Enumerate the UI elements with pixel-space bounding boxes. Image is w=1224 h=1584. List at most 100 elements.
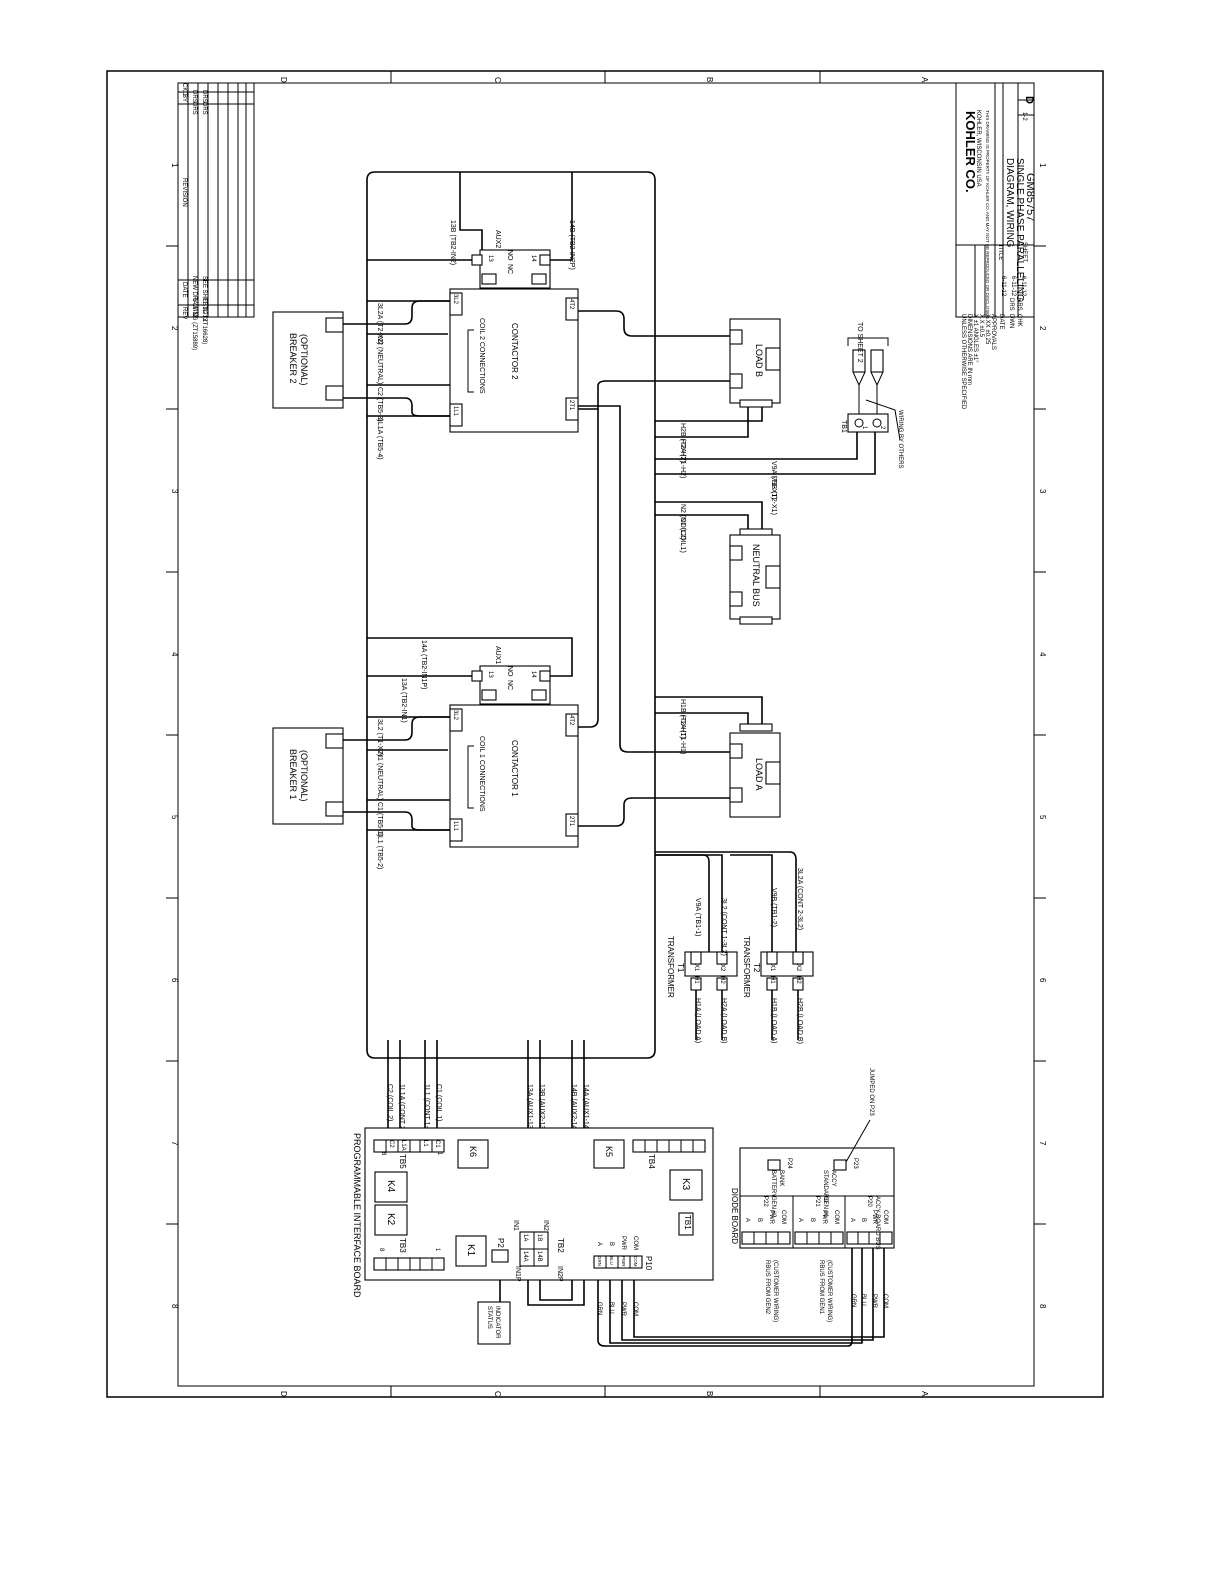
zone-number: 8 — [1038, 1304, 1047, 1309]
svg-text:B: B — [809, 1218, 815, 1222]
svg-text:(OPTIONAL): (OPTIONAL) — [299, 750, 309, 802]
svg-text:BLU: BLU — [609, 1256, 614, 1265]
svg-text:PWR: PWR — [871, 1210, 877, 1225]
svg-text:6-11-12: 6-11-12 — [191, 298, 197, 319]
svg-text:DRS: DRS — [1016, 298, 1022, 311]
svg-text:B: B — [860, 1218, 866, 1222]
zone-number: 8 — [170, 1304, 179, 1309]
svg-text:P23: P23 — [852, 1158, 858, 1169]
zone-letter: C — [493, 1391, 502, 1397]
zone-number: 1 — [170, 163, 179, 168]
svg-text:PWR: PWR — [620, 1236, 626, 1251]
title-block: KOHLER CO. KOHLER, WISCONSIN USA THIS DR… — [955, 82, 1036, 410]
svg-text:P2: P2 — [496, 1238, 505, 1248]
contactor-2[interactable]: 3L2 1L1 4T2 2T1 COIL 2 CONNECTIONS CONTA… — [449, 288, 579, 433]
svg-text:3L2 (CONT 1-3L2): 3L2 (CONT 1-3L2) — [720, 898, 727, 956]
svg-text:4T2: 4T2 — [568, 299, 574, 310]
status-indicator[interactable]: STATUS INDICATOR — [477, 1301, 511, 1345]
svg-text:BATTERY: BATTERY — [770, 1170, 776, 1197]
svg-text:STANDARD: STANDARD — [822, 1170, 828, 1203]
zone-number: 1 — [1038, 163, 1047, 168]
svg-text:CONTACTOR 1: CONTACTOR 1 — [510, 740, 519, 797]
svg-text:(CUSTOMER WIRING): (CUSTOMER WIRING) — [826, 1260, 832, 1322]
svg-text:-: - — [191, 307, 197, 309]
svg-text:13: 13 — [487, 255, 493, 262]
tb1-terminal-block[interactable]: 1 2 TB1 TO SHEET 2 WIRING BY OTHERS — [840, 322, 903, 469]
svg-text:H2B (LOAD B): H2B (LOAD B) — [796, 998, 803, 1044]
svg-text:1L1: 1L1 — [452, 406, 458, 417]
svg-text:CHK: CHK — [1016, 314, 1022, 327]
zone-number: 2 — [170, 326, 179, 331]
drawing-size: D — [1023, 96, 1035, 104]
svg-text:H2: H2 — [719, 976, 725, 984]
svg-text:N2 (NEUTRAL): N2 (NEUTRAL) — [376, 336, 383, 384]
svg-text:P20: P20 — [866, 1196, 872, 1207]
svg-text:3L2 (T1-X2): 3L2 (T1-X2) — [376, 719, 383, 756]
svg-text:1L1A (TB5-4): 1L1A (TB5-4) — [376, 418, 383, 460]
svg-text:TB2: TB2 — [556, 1238, 565, 1253]
svg-text:2: 2 — [879, 426, 885, 430]
svg-text:X.X ±0.5: X.X ±0.5 — [978, 314, 984, 338]
svg-text:P21: P21 — [814, 1196, 820, 1207]
svg-text:IN1P: IN1P — [514, 1266, 521, 1282]
svg-text:V9A (TB1-1): V9A (TB1-1) — [694, 898, 701, 937]
svg-text:TRANSFORMER: TRANSFORMER — [742, 936, 751, 998]
zone-number: 2 — [1038, 326, 1047, 331]
transformer-t1[interactable]: X1 X2 H1 H2 TRANSFORMER T1 H1A (LOAD A) … — [666, 898, 738, 1044]
zone-number: 5 — [1038, 815, 1047, 820]
svg-text:14B (AUX2-14): 14B (AUX2-14) — [570, 1084, 577, 1131]
svg-text:H2A (LOAD B): H2A (LOAD B) — [720, 998, 727, 1044]
wire-labels-right: H2A (T1-H2) H2B (T2-H2) V9B (T2-X1) V9A … — [679, 423, 777, 754]
svg-text:DRS: DRS — [1008, 298, 1014, 311]
drawing-number: GM85757 — [1024, 173, 1036, 221]
diode-board[interactable]: DIODE BOARD A B PWR COM P22 GEN #2 A B P… — [730, 1068, 895, 1250]
rbus-left-labels: GRN BLU PWR COM — [596, 1302, 638, 1317]
svg-text:X2: X2 — [795, 964, 801, 972]
zone-letter: B — [705, 77, 714, 82]
svg-text:BREAKER 2: BREAKER 2 — [288, 333, 298, 384]
svg-text:BLU: BLU — [608, 1302, 614, 1314]
pib-title: PROGRAMMABLE INTERFACE BOARD — [352, 1133, 362, 1298]
svg-text:P10: P10 — [644, 1256, 653, 1271]
breaker-1[interactable]: BREAKER 1 (OPTIONAL) — [272, 727, 344, 825]
svg-text:3L2: 3L2 — [452, 710, 458, 721]
svg-text:IN2: IN2 — [542, 1220, 549, 1231]
svg-text:14: 14 — [530, 671, 536, 678]
load-b[interactable]: LOAD B — [729, 318, 781, 408]
svg-text:H1A (T1-H1): H1A (T1-H1) — [679, 715, 686, 754]
zone-number: 6 — [170, 978, 179, 983]
zone-number: 4 — [170, 652, 179, 657]
svg-text:C1: C1 — [434, 1140, 440, 1148]
load-a[interactable]: LOAD A — [729, 723, 781, 818]
svg-text:A: A — [201, 307, 207, 311]
svg-text:13B (AUX2-13): 13B (AUX2-13) — [538, 1084, 545, 1131]
aux2-contact[interactable]: 13 14 AUX2 NC NO — [471, 230, 551, 289]
svg-text:LOAD B: LOAD B — [754, 344, 764, 377]
contactor-1[interactable]: 3L2 1L1 4T2 2T1 COIL 1 CONNECTIONS CONTA… — [449, 704, 579, 848]
wire-harness — [343, 171, 885, 1347]
svg-text:COM: COM — [780, 1210, 786, 1224]
transformer-t2[interactable]: X1 X2 H1 H2 TRANSFORMER T2 H1B (LOAD A) … — [742, 868, 814, 1044]
zone-number: 5 — [170, 815, 179, 820]
svg-text:13A (TB2-IN1): 13A (TB2-IN1) — [400, 678, 407, 723]
svg-text:CKD: CKD — [181, 83, 187, 96]
svg-text:A: A — [596, 1242, 602, 1246]
svg-text:11-11-13: 11-11-13 — [201, 298, 207, 322]
programmable-interface-board[interactable]: PROGRAMMABLE INTERFACE BOARD C2 L1A L1 C… — [352, 1127, 714, 1298]
svg-text:1L1A (CONT 2-1L1): 1L1A (CONT 2-1L1) — [398, 1084, 405, 1146]
svg-text:GRN: GRN — [850, 1294, 856, 1307]
breaker-2[interactable]: BREAKER 2 (OPTIONAL) — [272, 311, 344, 409]
wire-labels-contactor-1: 1L1 (TB5-2) C1 (TB5-1) N1 (NEUTRAL) 3L2 … — [376, 640, 427, 869]
svg-text:1A: 1A — [522, 1234, 528, 1241]
svg-text:REV: REV — [181, 307, 187, 319]
svg-text:PWR: PWR — [620, 1302, 626, 1317]
svg-text:C1 (COIL 1): C1 (COIL 1) — [435, 1084, 442, 1121]
svg-text:TB1: TB1 — [840, 420, 847, 433]
svg-text:4T2: 4T2 — [568, 715, 574, 726]
svg-text:13: 13 — [487, 671, 493, 678]
svg-text:3L2: 3L2 — [452, 294, 458, 305]
neutral-bus[interactable]: NEUTRAL BUS — [729, 528, 781, 625]
svg-text:1: 1 — [434, 1248, 440, 1252]
svg-text:6-11-12: 6-11-12 — [1020, 276, 1026, 297]
aux1-contact[interactable]: 13 14 AUX1 NC NO — [471, 646, 551, 705]
